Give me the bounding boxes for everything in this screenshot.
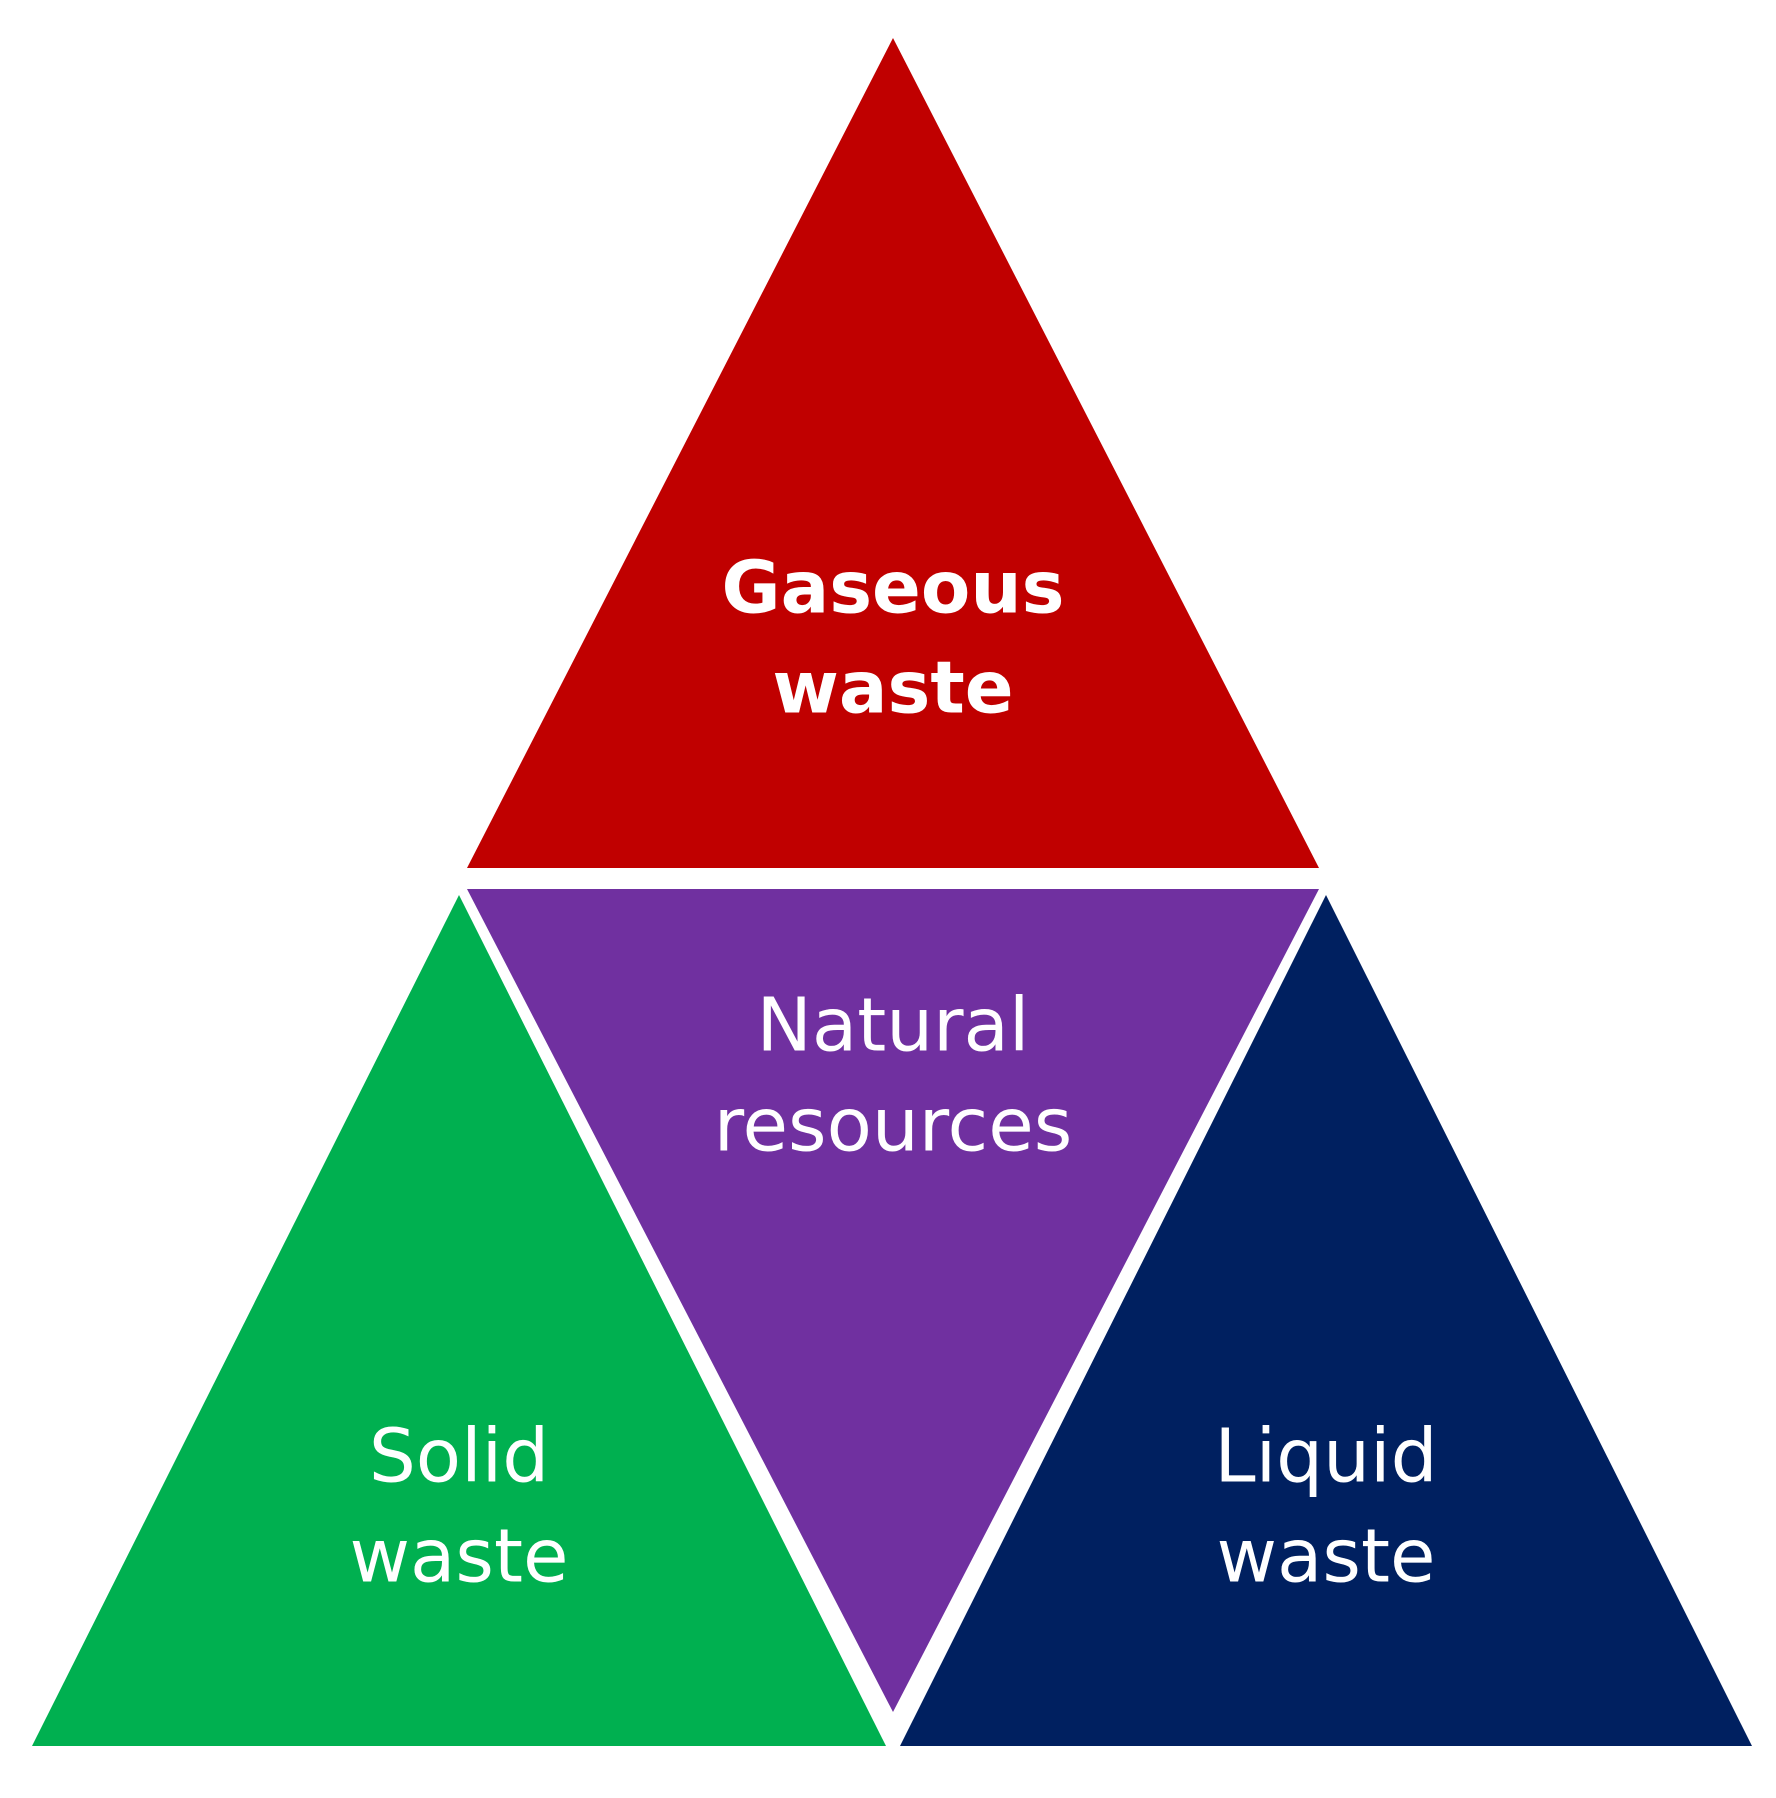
liquid-waste-label-line2: waste: [1217, 1514, 1436, 1600]
solid-waste-label-line2: waste: [350, 1514, 569, 1600]
solid-waste-label-line1: Solid: [369, 1414, 549, 1500]
natural-resources-label-line1: Natural: [757, 983, 1030, 1069]
gaseous-waste-triangle: [467, 38, 1319, 868]
gaseous-waste-segment: Gaseous waste: [467, 38, 1319, 868]
liquid-waste-triangle: [900, 895, 1752, 1746]
gaseous-waste-label-line1: Gaseous: [722, 546, 1065, 630]
natural-resources-segment: Natural resources: [467, 889, 1319, 1712]
liquid-waste-segment: Liquid waste: [900, 895, 1752, 1746]
solid-waste-segment: Solid waste: [32, 895, 886, 1746]
liquid-waste-label-line1: Liquid: [1214, 1414, 1437, 1500]
natural-resources-label-line2: resources: [714, 1083, 1073, 1169]
natural-resources-triangle: [467, 889, 1319, 1712]
solid-waste-triangle: [32, 895, 886, 1746]
gaseous-waste-label-line2: waste: [772, 646, 1013, 730]
